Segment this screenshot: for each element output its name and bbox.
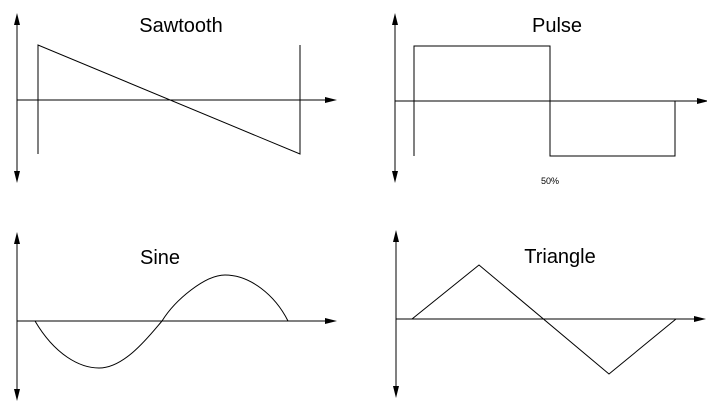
pulse-waveform xyxy=(413,45,676,157)
panel-title: Sawtooth xyxy=(139,15,222,37)
panel-title: Sine xyxy=(140,247,180,269)
x-axis xyxy=(395,98,707,104)
panel-sine: Sine xyxy=(14,232,337,401)
sawtooth-waveform xyxy=(37,44,301,155)
duty-cycle-label: 50% xyxy=(541,176,559,186)
x-axis xyxy=(396,316,706,322)
y-axis xyxy=(14,232,20,401)
x-axis xyxy=(17,97,337,103)
panel-title: Triangle xyxy=(524,246,596,268)
x-axis xyxy=(17,318,337,324)
y-axis xyxy=(14,13,20,183)
panel-title: Pulse xyxy=(532,15,582,37)
panel-sawtooth: Sawtooth xyxy=(14,13,337,183)
y-axis xyxy=(392,13,398,183)
panel-pulse: Pulse 50% xyxy=(392,13,707,186)
y-axis xyxy=(393,230,399,398)
triangle-waveform xyxy=(411,264,677,375)
panel-triangle: Triangle xyxy=(393,230,706,398)
sine-waveform xyxy=(34,274,289,369)
